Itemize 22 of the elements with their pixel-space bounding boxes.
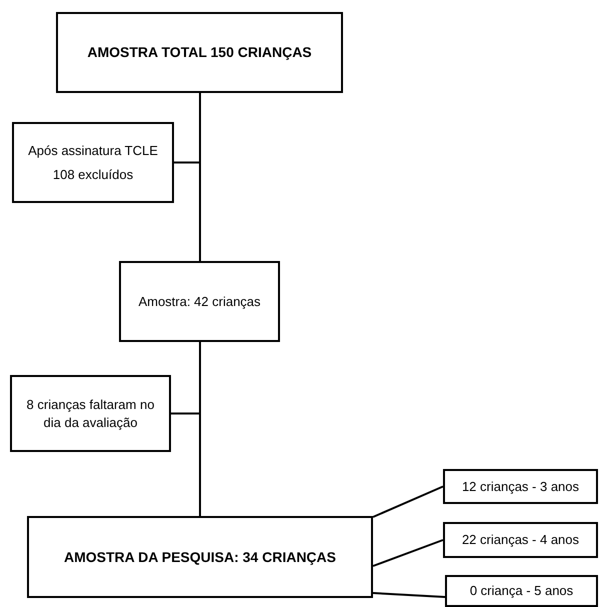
process-box bbox=[443, 522, 598, 558]
process-box bbox=[445, 575, 598, 607]
connector-line bbox=[372, 592, 446, 598]
box-text: AMOSTRA TOTAL 150 CRIANÇAS bbox=[87, 43, 312, 62]
connector-line bbox=[171, 342, 201, 414]
process-box bbox=[10, 375, 171, 452]
process-box bbox=[119, 261, 280, 342]
box-text: Amostra: 42 crianças bbox=[138, 292, 261, 310]
box-text: Após assinatura TCLE bbox=[28, 142, 158, 160]
box-text: AMOSTRA DA PESQUISA: 34 CRIANÇAS bbox=[64, 548, 336, 566]
connector-line bbox=[372, 539, 444, 567]
box-text: 8 crianças faltaram no dia da avaliação bbox=[26, 396, 156, 432]
box-text: 0 criança - 5 anos bbox=[470, 582, 574, 600]
process-box bbox=[27, 516, 373, 598]
process-box bbox=[12, 122, 174, 203]
connector-line bbox=[372, 486, 444, 518]
process-box bbox=[56, 12, 343, 93]
process-box bbox=[443, 469, 598, 504]
box-text: 22 crianças - 4 anos bbox=[462, 531, 580, 549]
connector-line bbox=[174, 93, 201, 164]
box-text: 12 crianças - 3 anos bbox=[462, 478, 580, 496]
box-text: 108 excluídos bbox=[52, 166, 134, 184]
